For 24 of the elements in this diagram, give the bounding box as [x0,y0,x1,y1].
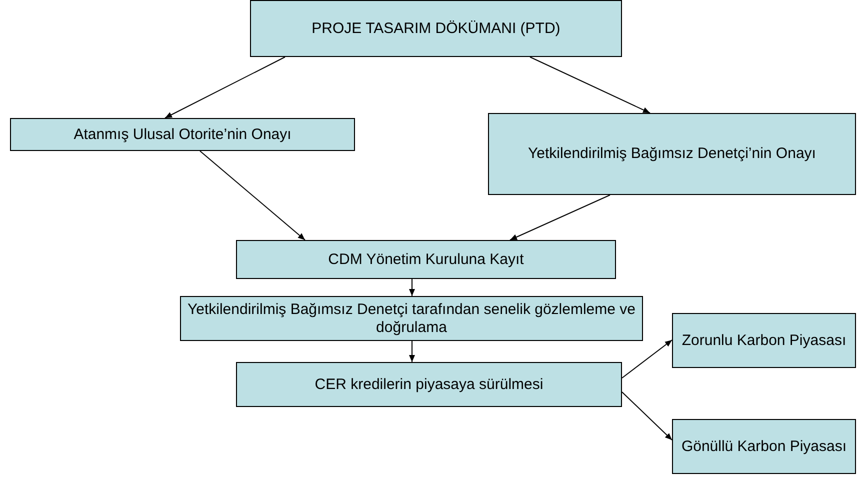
arrow [622,340,672,378]
process-box [180,296,643,341]
box-label: Yetkilendirilmiş Bağımsız Denetçi tarafından senelik gözlemleme ve doğrulama [186,300,636,336]
process-box [672,313,856,368]
box-label: CDM Yönetim Kuruluna Kayıt [328,250,524,268]
process-box [10,118,355,151]
box-label: CER kredilerin piyasaya sürülmesi [314,376,544,394]
arrow [622,392,672,440]
arrow [409,278,415,296]
box-label: PROJE TASARIM DÖKÜMANI (PTD) [312,20,560,38]
arrow [164,56,286,118]
process-box [236,240,616,279]
box-label: Gönüllü Karbon Piyasası [681,438,847,456]
arrow [510,194,610,240]
process-box [672,419,856,474]
box-label: Atanmış Ulusal Otorite’nin Onayı [74,126,292,144]
box-label: Yetkilendirilmiş Bağımsız Denetçi’nin Onayı [528,145,816,163]
box-label: Zorunlu Karbon Piyasası [682,332,846,350]
process-box [250,0,622,57]
process-box [488,113,856,195]
arrow [200,150,306,240]
process-box [236,362,622,407]
arrow [409,340,415,362]
arrow [530,56,650,114]
